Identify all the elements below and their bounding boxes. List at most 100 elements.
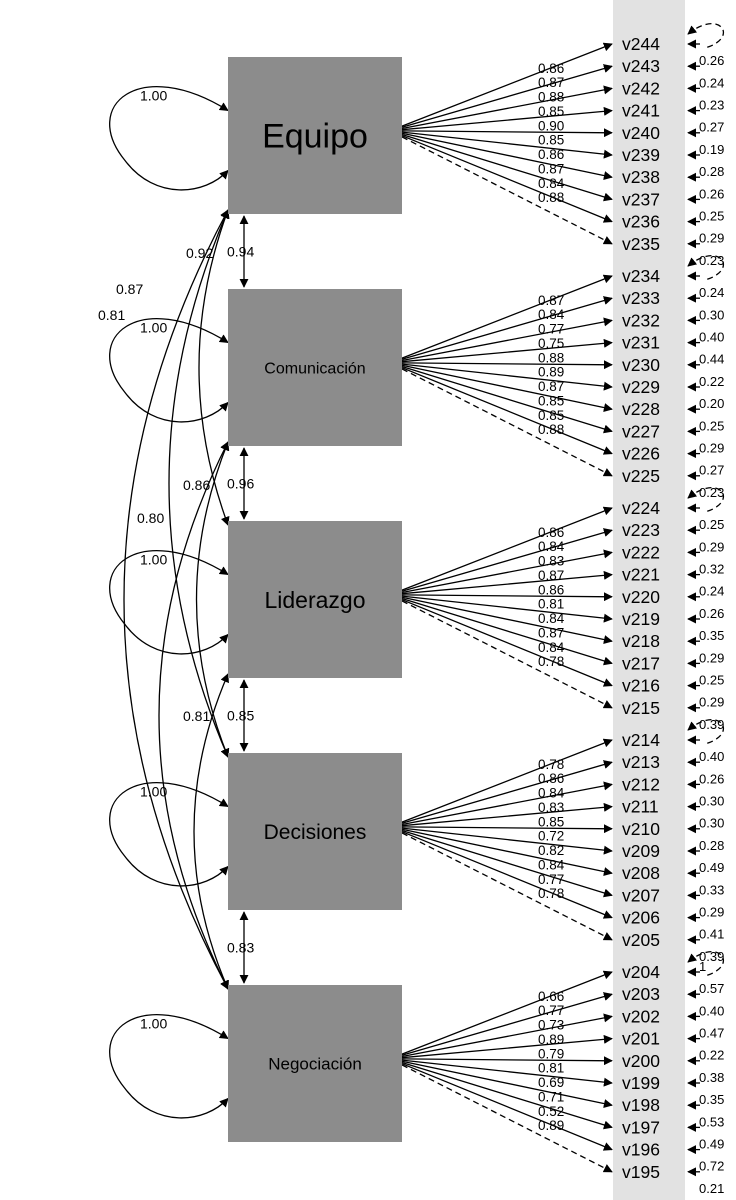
- factor-label: Comunicación: [264, 360, 365, 377]
- loading-arrow: [401, 136, 613, 245]
- loading-arrow: [401, 368, 613, 477]
- loading-label: 0.72: [538, 829, 564, 844]
- loading-label: 0.77: [538, 322, 564, 337]
- loading-arrow: [401, 364, 613, 412]
- curved-correlation-arrow: [168, 209, 229, 758]
- variable-label: v202: [622, 1006, 660, 1026]
- error-label: 0.49: [699, 1137, 724, 1152]
- error-label: 0.27: [699, 463, 724, 478]
- loading-arrow: [401, 828, 613, 876]
- variable-label: v237: [622, 189, 660, 209]
- variable-label: v229: [622, 377, 660, 397]
- loading-arrow: [401, 365, 613, 434]
- error-label: 0.26: [699, 53, 724, 68]
- loading-label: 0.84: [538, 786, 565, 801]
- curved-correlation-arrow: [198, 209, 230, 526]
- error-label: 0.49: [699, 860, 724, 875]
- variable-label: v197: [622, 1117, 660, 1137]
- error-label: 0.28: [699, 838, 724, 853]
- variable-label: v227: [622, 421, 660, 441]
- factor-box-3: [228, 753, 402, 910]
- correlation-label: 0.94: [227, 244, 254, 260]
- loading-arrow: [401, 1060, 613, 1108]
- loading-label: 0.87: [538, 75, 564, 90]
- error-label: 0.28: [699, 164, 724, 179]
- variance-loop: [109, 317, 229, 423]
- variable-label: v243: [622, 56, 660, 76]
- loading-label: 0.78: [538, 886, 564, 901]
- loading-label: 0.66: [538, 989, 564, 1004]
- variable-label: v210: [622, 819, 660, 839]
- loading-arrow: [401, 1013, 613, 1058]
- variable-label: v226: [622, 444, 660, 464]
- loading-arrow: [401, 360, 613, 370]
- variable-label: v240: [622, 123, 660, 143]
- variance-label: 1.00: [140, 552, 167, 568]
- loading-arrow: [401, 738, 613, 823]
- variable-label: v203: [622, 984, 660, 1004]
- loading-label: 0.87: [538, 293, 564, 308]
- loading-label: 0.89: [538, 1032, 564, 1047]
- loading-label: 0.88: [538, 422, 564, 437]
- loading-label: 0.86: [538, 61, 564, 76]
- variance-loop: [109, 781, 229, 887]
- error-label: 0.24: [699, 584, 724, 599]
- variable-label: v242: [622, 78, 660, 98]
- loading-arrow: [401, 1056, 613, 1066]
- observed-variables-panel: [613, 0, 685, 1200]
- factor-boxes: EquipoComunicaciónLiderazgoDecisionesNeg…: [228, 57, 402, 1142]
- error-label: 0.40: [699, 330, 724, 345]
- loading-label: 0.69: [538, 1075, 564, 1090]
- error-label: 0.25: [699, 209, 724, 224]
- correlation-label: 0.85: [227, 708, 254, 724]
- error-label: 0.39: [699, 717, 724, 732]
- loading-arrow: [401, 760, 613, 824]
- error-label: 0.22: [699, 374, 724, 389]
- error-label: 0.53: [699, 1114, 724, 1129]
- error-label: 0.40: [699, 1003, 724, 1018]
- curved-correlation-arrow: [193, 673, 229, 990]
- error-label: 0.25: [699, 673, 724, 688]
- variable-label: v236: [622, 212, 660, 232]
- curved-correlation-label: 0.80: [137, 510, 164, 526]
- correlation-label: 0.96: [227, 476, 254, 492]
- loading-arrow: [401, 827, 613, 855]
- variance-loop: [109, 85, 229, 191]
- variable-label: v204: [622, 962, 660, 982]
- loading-arrow: [401, 597, 613, 666]
- variable-label: v238: [622, 167, 660, 187]
- loading-arrow: [401, 133, 613, 202]
- variable-label: v235: [622, 234, 660, 254]
- variable-label: v196: [622, 1140, 660, 1160]
- variable-label: v219: [622, 609, 660, 629]
- variable-label: v208: [622, 863, 660, 883]
- loading-arrow: [401, 367, 613, 455]
- error-label: 0.29: [699, 539, 724, 554]
- loading-arrow: [401, 595, 613, 623]
- loading-arrow: [401, 317, 613, 362]
- loading-arrow: [401, 1061, 613, 1130]
- error-label: 0.23: [699, 98, 724, 113]
- variable-label: v225: [622, 466, 660, 486]
- loading-label: 0.82: [538, 843, 564, 858]
- loading-label: 0.86: [538, 771, 564, 786]
- variance-label: 1.00: [140, 88, 167, 104]
- loading-label: 0.83: [538, 554, 564, 569]
- curved-correlation-label: 0.81: [98, 307, 125, 323]
- variable-label: v239: [622, 145, 660, 165]
- variable-label: v198: [622, 1095, 660, 1115]
- loading-arrow: [401, 831, 613, 919]
- variable-label: v241: [622, 101, 660, 121]
- variable-label: v224: [622, 498, 660, 518]
- error-variance-loop: [687, 719, 725, 745]
- error-label: 0.30: [699, 794, 724, 809]
- variable-label: v223: [622, 520, 660, 540]
- curved-correlation-label: 0.86: [183, 477, 210, 493]
- loading-label: 0.84: [538, 611, 565, 626]
- variable-label: v205: [622, 930, 660, 950]
- loading-arrow: [401, 1059, 613, 1087]
- error-label: 0.41: [699, 927, 724, 942]
- variable-label: v200: [622, 1051, 660, 1071]
- loading-arrow: [401, 970, 613, 1055]
